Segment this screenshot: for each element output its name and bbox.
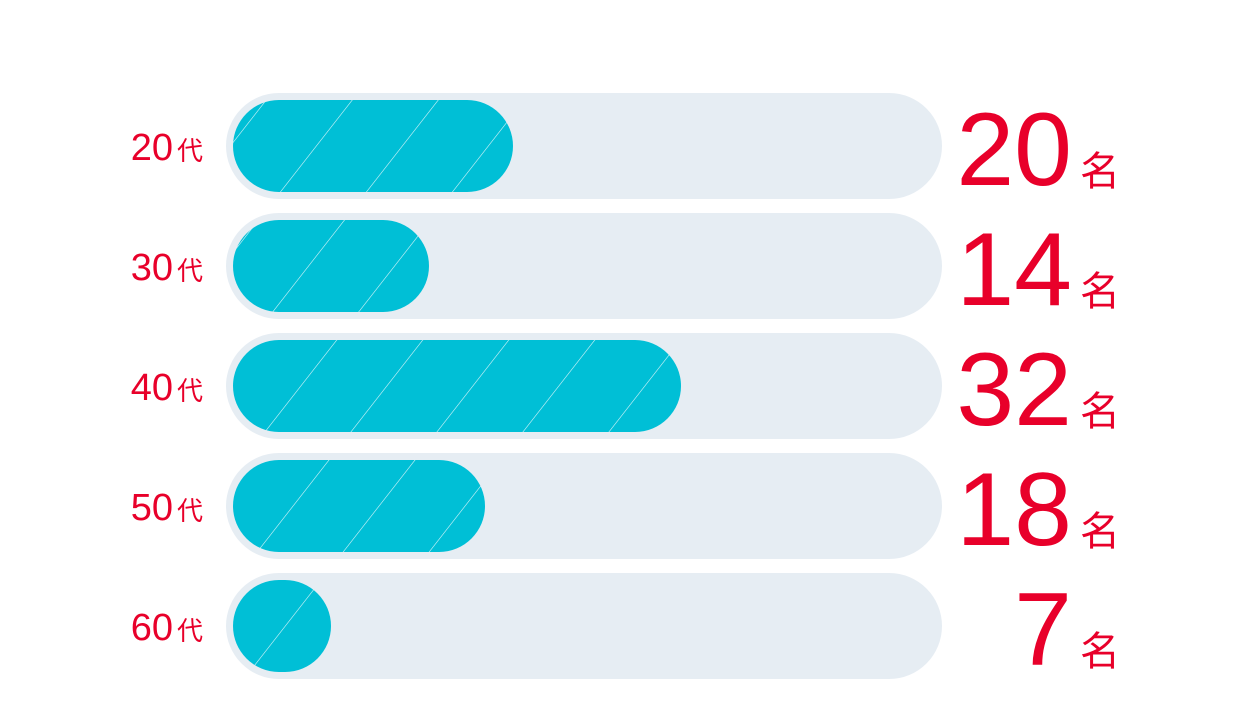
value-unit: 名 bbox=[1080, 389, 1120, 435]
bar-track bbox=[226, 573, 942, 679]
value-unit: 名 bbox=[1080, 269, 1120, 315]
value-label: 18 bbox=[956, 452, 1072, 568]
category-number: 60 bbox=[131, 607, 173, 649]
category-unit: 代 bbox=[177, 617, 203, 647]
category-unit: 代 bbox=[177, 257, 203, 287]
category-number: 30 bbox=[131, 247, 173, 289]
bar bbox=[233, 340, 681, 432]
value-unit: 名 bbox=[1080, 509, 1120, 555]
bar bbox=[233, 580, 331, 672]
value-label: 20 bbox=[956, 92, 1072, 208]
category-unit: 代 bbox=[177, 377, 203, 407]
value-label: 32 bbox=[956, 332, 1072, 448]
value-unit: 名 bbox=[1080, 149, 1120, 195]
category-unit: 代 bbox=[177, 497, 203, 527]
bar bbox=[233, 220, 429, 312]
category-number: 20 bbox=[131, 127, 173, 169]
category-number: 40 bbox=[131, 367, 173, 409]
category-number: 50 bbox=[131, 487, 173, 529]
value-unit: 名 bbox=[1080, 629, 1120, 675]
bar bbox=[233, 100, 513, 192]
bar bbox=[233, 460, 485, 552]
value-label: 7 bbox=[1014, 572, 1072, 688]
value-label: 14 bbox=[956, 212, 1072, 328]
category-unit: 代 bbox=[177, 137, 203, 167]
